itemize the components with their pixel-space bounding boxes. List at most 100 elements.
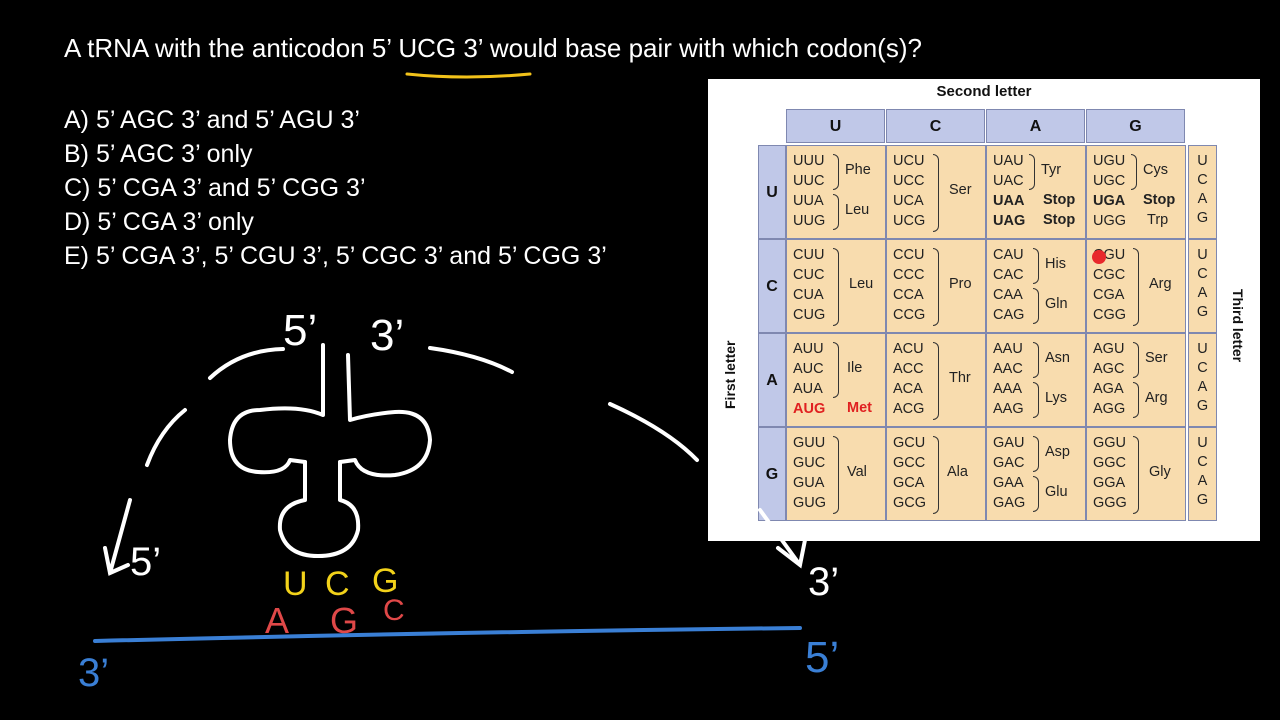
cell-uu: UUU UUC UUA UUG Phe Leu (786, 145, 886, 239)
amino-acid: Lys (1045, 390, 1068, 406)
codon: GUU (793, 435, 826, 451)
codon: CCG (893, 307, 926, 323)
codon: GCG (893, 495, 927, 511)
codon: UCC (893, 173, 925, 189)
amino-acid: Asn (1045, 350, 1070, 366)
start-codon: AUG (793, 401, 826, 417)
answer-choices: A) 5’ AGC 3’ and 5’ AGU 3’ B) 5’ AGC 3’ … (64, 103, 607, 273)
codon: ACA (893, 381, 923, 397)
third-letter-column: U C A G (1188, 145, 1217, 239)
row-header-c: C (758, 239, 786, 333)
amino-acid-met: Met (847, 400, 872, 416)
third-letter: G (1196, 304, 1209, 320)
amino-acid: Cys (1143, 162, 1168, 178)
codon: CGC (1093, 267, 1126, 283)
mrna-3-prime-label: 3’ (78, 651, 109, 695)
third-letter-column: U C A G (1188, 427, 1217, 521)
third-letter-column: U C A G (1188, 239, 1217, 333)
column-header-c: C (886, 109, 985, 143)
amino-acid: Ser (949, 182, 972, 198)
codon: GCU (893, 435, 926, 451)
highlight-underline (405, 72, 532, 79)
choice-b: B) 5’ AGC 3’ only (64, 140, 253, 168)
amino-acid: Phe (845, 162, 871, 178)
cell-au: AUU AUC AUA AUG Ile Met (786, 333, 886, 427)
codon: CGA (1093, 287, 1125, 303)
codon: CAC (993, 267, 1024, 283)
cell-aa: AAU AAC AAA AAG Asn Lys (986, 333, 1086, 427)
trna-outline (145, 343, 699, 558)
codon-table: Second letter First letter Third letter … (708, 79, 1260, 541)
pointer-dot-icon (1092, 250, 1106, 264)
codon: GGU (1093, 435, 1127, 451)
column-header-a: A (986, 109, 1085, 143)
cell-gg: GGU GGC GGA GGG Gly (1086, 427, 1186, 521)
codon: UCU (893, 153, 925, 169)
codon: GAG (993, 495, 1026, 511)
cell-ag: AGU AGC AGA AGG Ser Arg (1086, 333, 1186, 427)
codon: AGU (1093, 341, 1125, 357)
amino-acid: Ser (1145, 350, 1168, 366)
third-letter-column: U C A G (1188, 333, 1217, 427)
anticodon-letter: G (372, 562, 398, 600)
codon: ACG (893, 401, 925, 417)
codon: AUC (793, 361, 824, 377)
cell-uc: UCU UCC UCA UCG Ser (886, 145, 986, 239)
amino-acid: Arg (1145, 390, 1168, 406)
third-letter: G (1196, 398, 1209, 414)
codon: GGA (1093, 475, 1126, 491)
amino-acid: Tyr (1041, 162, 1062, 178)
codon: AAU (993, 341, 1023, 357)
codon: CUG (793, 307, 826, 323)
amino-acid: Leu (849, 276, 874, 292)
arrow-right-label: 3’ (808, 560, 839, 604)
trna-3-prime-label: 3’ (370, 311, 404, 360)
codon: ACU (893, 341, 924, 357)
arrow-left-icon (103, 498, 132, 576)
second-letter-heading: Second letter (936, 83, 1032, 100)
codon: UUG (793, 213, 826, 229)
codon: GGG (1093, 495, 1127, 511)
codon: AGA (1093, 381, 1124, 397)
row-header-g: G (758, 427, 786, 521)
codon: GAA (993, 475, 1024, 491)
cell-cu: CUU CUC CUA CUG Leu (786, 239, 886, 333)
arrow-right-icon (758, 508, 807, 569)
codon: UAU (993, 153, 1024, 169)
cell-ga: GAU GAC GAA GAG Asp Glu (986, 427, 1086, 521)
codon: CUA (793, 287, 824, 303)
amino-acid: Asp (1045, 444, 1070, 460)
choice-a: A) 5’ AGC 3’ and 5’ AGU 3’ (64, 106, 360, 134)
amino-acid: His (1045, 256, 1066, 272)
codon: CUC (793, 267, 825, 283)
codon: GGC (1093, 455, 1127, 471)
codon: UUU (793, 153, 825, 169)
codon: UGG (1093, 213, 1127, 229)
third-letter: U (1197, 435, 1208, 451)
trna-5-prime-label: 5’ (283, 306, 317, 355)
amino-acid: Ala (947, 464, 968, 480)
third-letter: U (1197, 247, 1208, 263)
codon: UAA (993, 193, 1025, 209)
amino-acid: Trp (1147, 212, 1169, 228)
codon: AAC (993, 361, 1023, 377)
codon: GUG (793, 495, 827, 511)
cell-ua: UAU UAC UAA UAG Tyr Stop Stop (986, 145, 1086, 239)
amino-acid: Pro (949, 276, 972, 292)
amino-acid: Gly (1149, 464, 1171, 480)
row-header-u: U (758, 145, 786, 239)
third-letter: U (1197, 341, 1208, 357)
codon: GUC (793, 455, 826, 471)
codon: CAU (993, 247, 1024, 263)
cell-ug: UGU UGC UGA UGG Cys Stop Trp (1086, 145, 1186, 239)
amino-acid: Glu (1045, 484, 1068, 500)
question-text: A tRNA with the anticodon 5’ UCG 3’ woul… (64, 33, 922, 63)
codon: CAA (993, 287, 1023, 303)
third-letter: A (1197, 191, 1208, 207)
codon: CAG (993, 307, 1025, 323)
codon: UGA (1093, 193, 1126, 209)
cell-cc: CCU CCC CCA CCG Pro (886, 239, 986, 333)
column-header-u: U (786, 109, 885, 143)
codon: CCC (893, 267, 925, 283)
